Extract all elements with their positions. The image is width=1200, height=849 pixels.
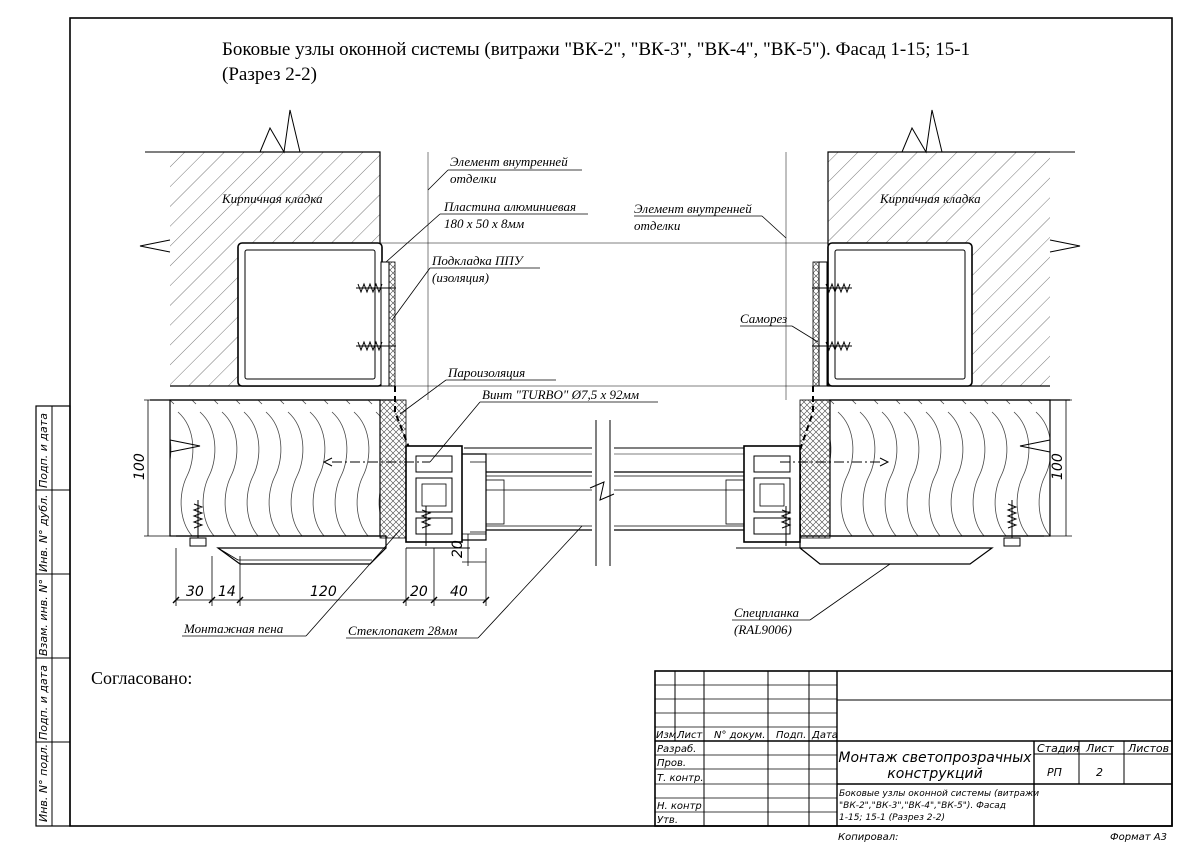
dim-100-right: 100: [1050, 453, 1066, 480]
tb-role-tech-control: Т. контр.: [657, 773, 704, 784]
dim-120: 120: [310, 584, 337, 600]
tb-col-date: Дата: [811, 730, 838, 741]
tb-stage-header: Стадия: [1037, 742, 1080, 755]
tb-role-norm-control: Н. контр: [657, 801, 702, 812]
label-al-plate-b: 180 х 50 х 8мм: [444, 216, 524, 231]
tb-col-sign: Подп.: [776, 730, 806, 741]
left-wall: [139, 109, 407, 565]
label-ppu-a: Подкладка ППУ: [431, 253, 525, 268]
label-special-strip-b: (RAL9006): [734, 622, 792, 637]
dim-30: 30: [186, 584, 204, 600]
left-frame-profile: [405, 445, 487, 549]
dim-20-vertical: 20: [450, 540, 466, 558]
stamp-orig-inv: Инв. N° подл.: [37, 744, 50, 822]
label-inner-finish-2a: Элемент внутренней: [634, 201, 752, 216]
right-frame-profile: [736, 445, 801, 549]
label-vapor-barrier: Пароизоляция: [447, 365, 525, 380]
drawing-title-line2: (Разрез 2-2): [222, 64, 317, 85]
tb-stage-value: РП: [1047, 766, 1062, 779]
tb-sheets-header: Листов: [1127, 742, 1169, 755]
tb-col-doc: N° докум.: [714, 730, 765, 741]
label-inner-finish-1a: Элемент внутренней: [450, 154, 568, 169]
dim-14: 14: [218, 584, 236, 600]
label-al-plate-a: Пластина алюминиевая: [443, 199, 576, 214]
agreed-label: Согласовано:: [91, 668, 192, 688]
label-screw: Саморез: [740, 311, 787, 326]
drawing-title-line1: Боковые узлы оконной системы (витражи "В…: [222, 39, 970, 60]
tb-format: Формат А3: [1110, 832, 1167, 843]
label-turbo-screw: Винт "TURBO" Ø7,5 х 92мм: [482, 387, 639, 402]
tb-desc-line1: Боковые узлы оконной системы (витражи: [839, 789, 1039, 799]
tb-copied: Копировал:: [838, 832, 899, 843]
label-ppu-b: (изоляция): [432, 270, 489, 285]
label-brick-right: Кирпичная кладка: [879, 191, 981, 206]
dimension-lines: [144, 399, 1072, 606]
right-wall: [799, 109, 1081, 565]
label-brick-left: Кирпичная кладка: [221, 191, 323, 206]
tb-col-izm: Изм.: [656, 730, 680, 741]
tb-role-checked: Пров.: [657, 758, 686, 769]
label-mounting-foam: Монтажная пена: [183, 621, 284, 636]
tb-desc-line3: 1-15; 15-1 (Разрез 2-2): [839, 813, 945, 823]
tb-sheet-value: 2: [1096, 766, 1103, 779]
label-inner-finish-2b: отделки: [634, 218, 681, 233]
stamp-sign-date-2: Подп. и дата: [37, 665, 50, 740]
stamp-sign-date-1: Подп. и дата: [37, 413, 50, 488]
leader-lines: [182, 169, 891, 639]
label-glass-unit: Стеклопакет 28мм: [348, 623, 457, 638]
label-inner-finish-1b: отделки: [450, 171, 497, 186]
tb-project-line1: Монтаж светопрозрачных: [838, 750, 1032, 766]
tb-project-line2: конструкций: [887, 766, 982, 782]
tb-col-list: Лист: [676, 730, 704, 741]
stamp-repl-inv: Взам. инв. N°: [37, 579, 50, 656]
title-block: [654, 670, 1173, 827]
glass-unit: [464, 447, 760, 531]
tb-role-developer: Разраб.: [657, 743, 696, 755]
tb-sheet-header: Лист: [1085, 742, 1114, 755]
dim-100-left: 100: [132, 453, 148, 480]
dim-40: 40: [450, 584, 468, 600]
dim-20-bottom: 20: [410, 584, 428, 600]
tb-desc-line2: "ВК-2","ВК-3","ВК-4","ВК-5"). Фасад: [839, 801, 1006, 811]
label-special-strip-a: Спецпланка: [734, 605, 799, 620]
stamp-dup-inv: Инв. N° дубл.: [37, 494, 50, 572]
side-stamp-frame: [35, 405, 71, 827]
tb-role-approved: Утв.: [657, 815, 678, 826]
